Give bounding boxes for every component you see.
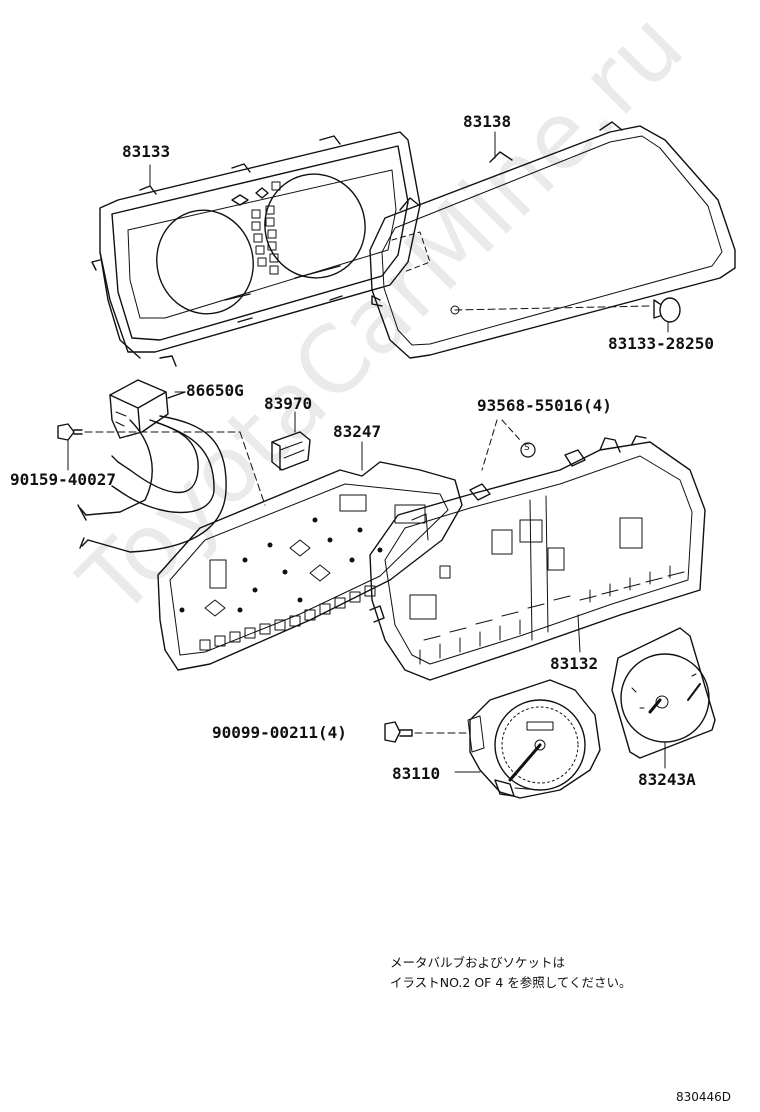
note-line-2: イラストNO.2 OF 4 を参照してください。	[390, 975, 632, 990]
label-83133: 83133	[122, 142, 171, 161]
figure-id: 830446D	[676, 1090, 732, 1104]
screw-90099-00211	[384, 721, 471, 743]
label-83132: 83132	[550, 654, 599, 673]
label-93568-55016: 93568-55016(4)	[477, 396, 612, 415]
printed-circuit-83247	[157, 461, 463, 671]
label-86650G: 86650G	[186, 381, 244, 400]
meter-glass-83138	[369, 121, 736, 359]
label-83138: 83138	[463, 112, 512, 131]
socket-83970	[271, 431, 311, 471]
note-line-1: メータバルブおよびソケットは	[390, 955, 566, 970]
meter-hood-83133	[91, 131, 421, 367]
label-83110: 83110	[392, 764, 441, 783]
label-90159-40027: 90159-40027	[10, 470, 116, 489]
speedometer-83110	[467, 679, 601, 799]
label-83247: 83247	[333, 422, 382, 441]
screws-93568-55016	[469, 419, 586, 501]
s-symbol-label: S	[524, 443, 530, 453]
clip-83133-28250	[653, 297, 681, 323]
label-83970: 83970	[264, 394, 313, 413]
s-symbol	[520, 442, 536, 458]
label-83133-28250: 83133-28250	[608, 334, 714, 353]
leader-lines	[67, 131, 669, 773]
buzzer-86650G	[77, 379, 227, 553]
gauge-83243A	[611, 627, 716, 759]
meter-case-83132	[369, 435, 706, 681]
screw-90159-40027	[57, 423, 266, 506]
label-83243A: 83243A	[638, 770, 696, 789]
label-90099-00211: 90099-00211(4)	[212, 723, 347, 742]
